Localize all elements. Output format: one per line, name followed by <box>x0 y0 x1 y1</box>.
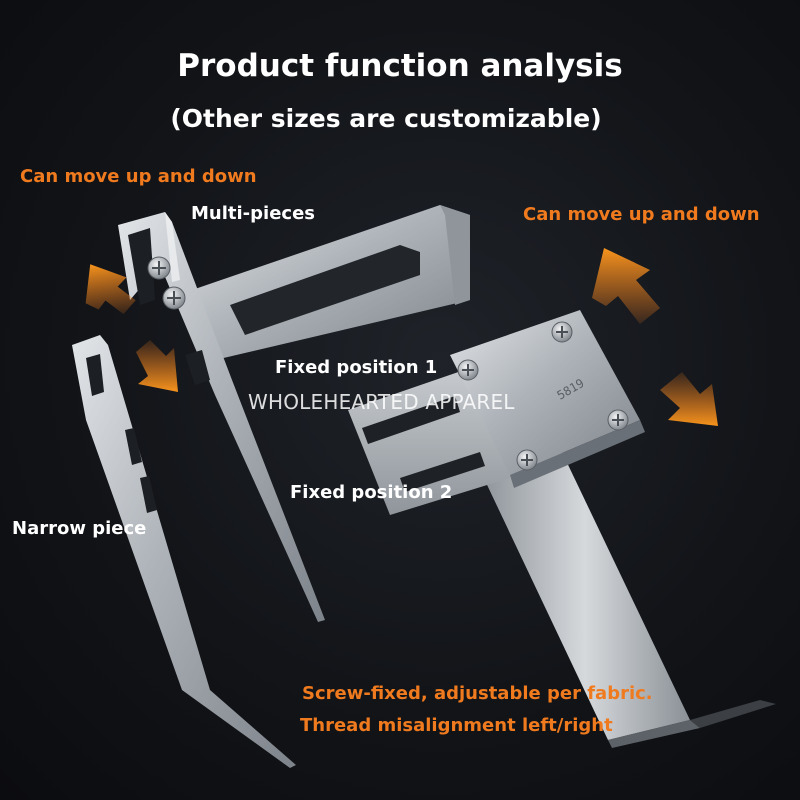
page-subtitle: (Other sizes are customizable) <box>170 104 602 133</box>
label-narrow-piece: Narrow piece <box>12 518 147 539</box>
label-screw-fixed: Screw-fixed, adjustable per fabric. <box>302 683 653 704</box>
arrow-up-left-icon <box>85 264 136 315</box>
multi-piece-blade <box>118 212 325 622</box>
arrow-up-left-icon <box>592 248 660 324</box>
label-thread-misalignment: Thread misalignment left/right <box>300 715 613 736</box>
narrow-piece-blade <box>72 335 296 768</box>
fixed-position-tabs <box>348 368 510 515</box>
label-move-left: Can move up and down <box>20 166 257 187</box>
watermark: WHOLEHEARTED APPAREL <box>248 390 515 414</box>
page-title: Product function analysis <box>177 48 623 84</box>
label-fixed-position-1: Fixed position 1 <box>275 357 438 378</box>
square-plate: 5819 <box>450 310 645 488</box>
label-multi-pieces: Multi-pieces <box>191 203 315 224</box>
arrow-down-right-icon <box>660 372 718 426</box>
horizontal-arm <box>192 205 470 360</box>
label-move-right: Can move up and down <box>523 204 760 225</box>
label-fixed-position-2: Fixed position 2 <box>290 482 453 503</box>
screw-icon <box>147 256 186 310</box>
arrow-down-right-icon <box>136 340 178 392</box>
main-vertical-bar <box>480 448 776 748</box>
plate-screws <box>457 321 629 471</box>
